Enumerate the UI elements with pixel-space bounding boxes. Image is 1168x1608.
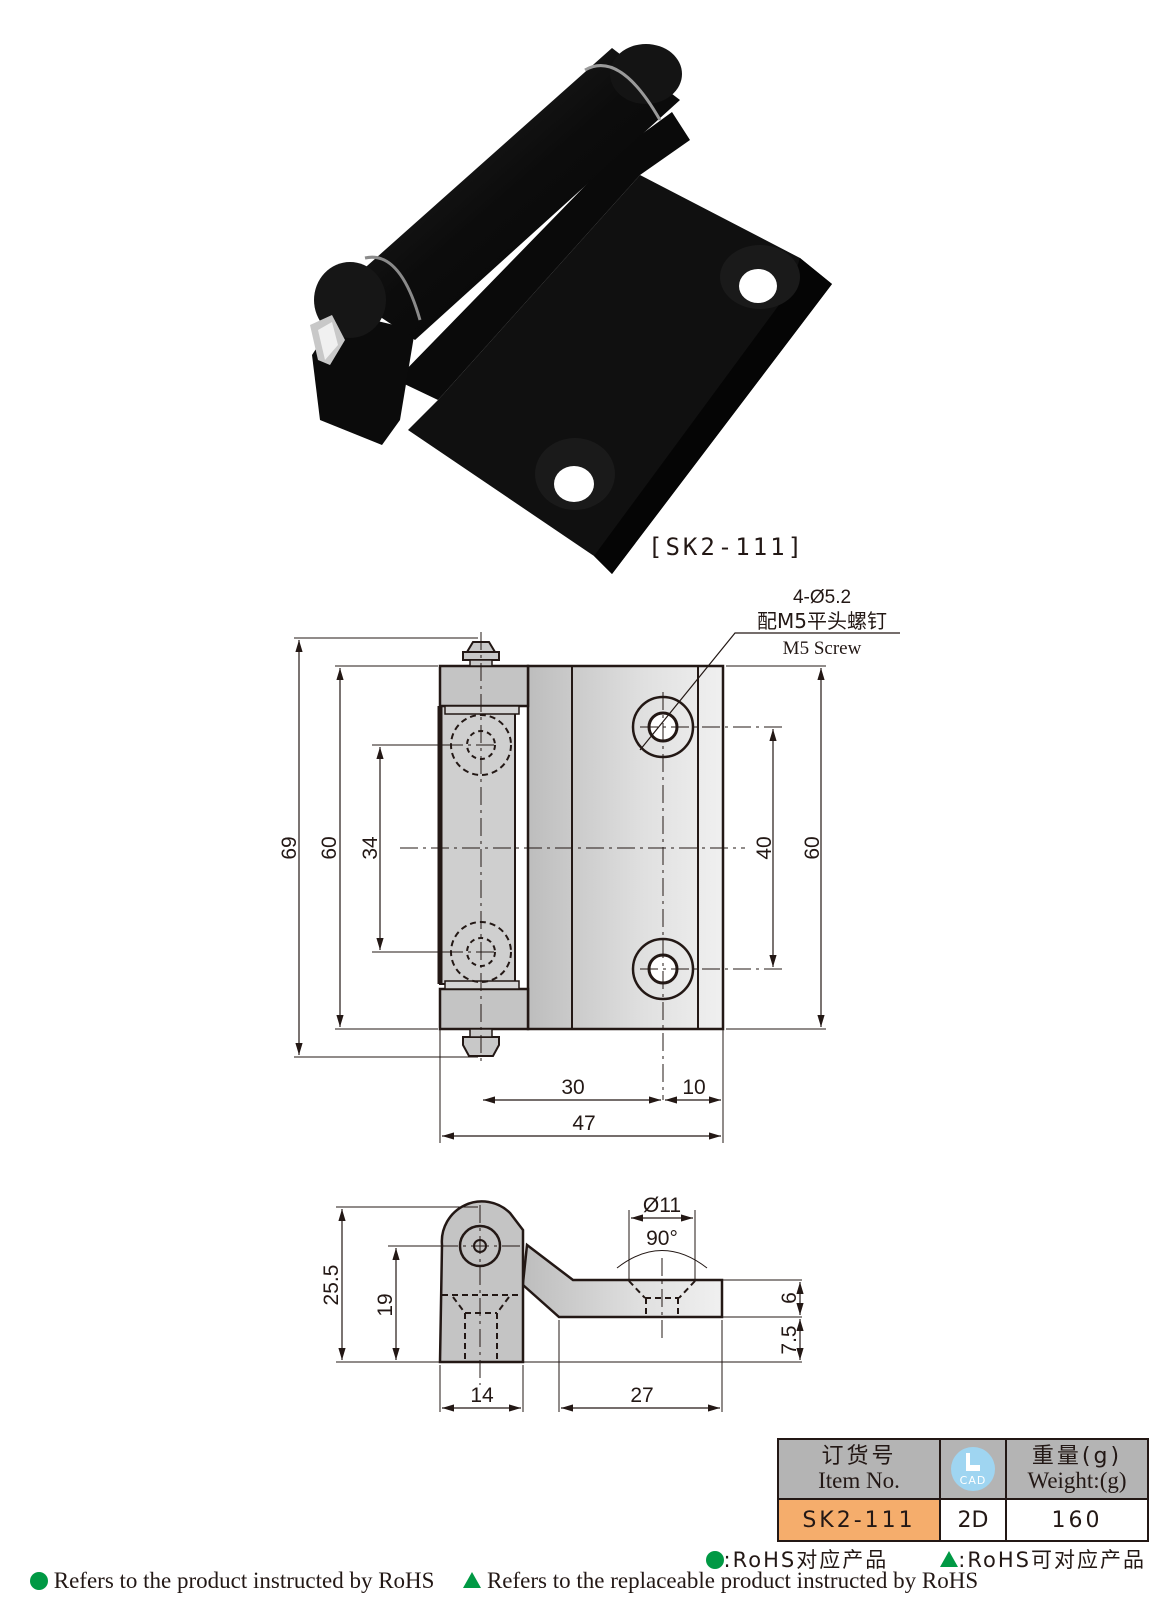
dim-dia-11: Ø11: [643, 1194, 681, 1217]
rohs-circle-icon: [705, 1551, 724, 1569]
dim-10: 10: [682, 1076, 705, 1099]
dim-47: 47: [572, 1112, 595, 1135]
dim-14: 14: [470, 1384, 494, 1407]
header-weight: 重量(g) Weight:(g): [1005, 1438, 1149, 1500]
dim-60-right: 60: [801, 836, 824, 859]
table-row: SK2-111 2D 160: [777, 1498, 1149, 1542]
item-no-cell: SK2-111: [777, 1498, 941, 1542]
spec-table-header: 订货号 Item No. CAD 重量(g) Weight:(g): [777, 1438, 1149, 1500]
callout-hole-spec: 4-Ø5.2: [793, 587, 851, 608]
spec-table: 订货号 Item No. CAD 重量(g) Weight:(g) SK2-11…: [777, 1438, 1149, 1542]
rohs-triangle-icon: [940, 1551, 959, 1567]
dim-25-5: 25.5: [320, 1265, 343, 1306]
header-item-no: 订货号 Item No.: [777, 1438, 941, 1500]
dim-60-left: 60: [318, 836, 341, 859]
dim-27: 27: [630, 1384, 653, 1407]
model-label: [SK2-111]: [648, 533, 806, 561]
rohs-legend-zh: :RoHS对应产品 :RoHS可对应产品: [705, 1544, 1146, 1574]
dim-7-5: 7.5: [778, 1325, 801, 1354]
dim-34: 34: [359, 836, 382, 860]
rohs-legend-en: Refers to the product instructed by RoHS…: [30, 1568, 1146, 1594]
header-cad: CAD: [939, 1438, 1007, 1500]
dim-40: 40: [753, 836, 776, 859]
side-view-drawing: [336, 1200, 804, 1412]
dim-6: 6: [778, 1292, 801, 1304]
rohs-circle-icon: [30, 1572, 48, 1590]
callout-screw-zh: 配M5平头螺钉: [757, 609, 887, 633]
dim-30: 30: [561, 1076, 584, 1099]
dim-19: 19: [374, 1293, 397, 1316]
cad-icon[interactable]: CAD: [951, 1447, 995, 1491]
cad-cell[interactable]: 2D: [939, 1498, 1007, 1542]
dim-90-deg: 90°: [646, 1227, 678, 1250]
weight-cell: 160: [1005, 1498, 1149, 1542]
document-icon: [966, 1453, 980, 1471]
callout-screw-en: M5 Screw: [783, 638, 862, 659]
product-photo: [310, 44, 832, 574]
dim-69: 69: [278, 836, 301, 859]
rohs-triangle-icon: [463, 1572, 482, 1588]
